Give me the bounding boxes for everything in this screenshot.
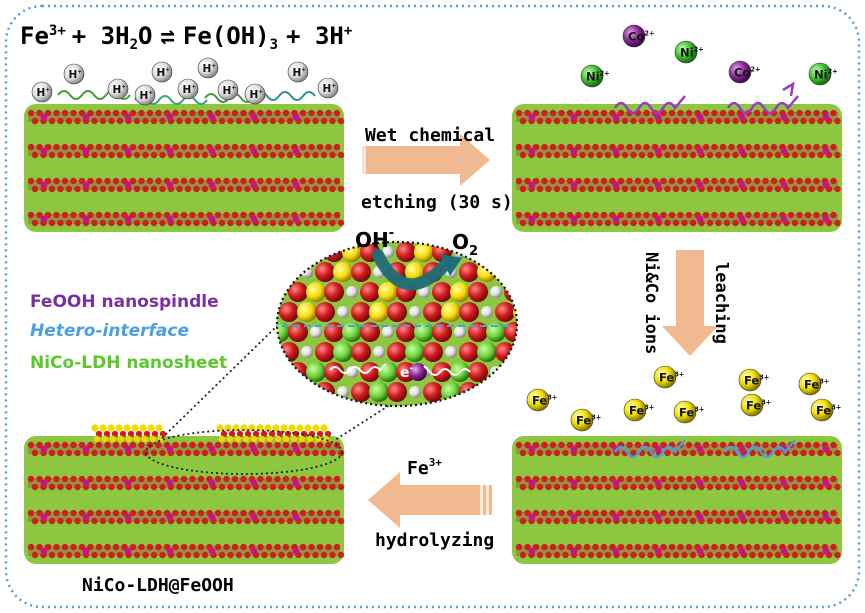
svg-text:Fe3+: Fe3+: [679, 405, 704, 419]
electron-label: e-: [400, 364, 414, 381]
eq-product: Fe(OH): [183, 22, 270, 50]
hydrolyzing-label-1: Fe3+: [407, 456, 442, 479]
ldh-slab-bottom-left: [24, 436, 345, 564]
equation: Fe3++ 3H2O⇌Fe(OH)3+ 3H+: [20, 22, 352, 53]
svg-text:Fe3+: Fe3+: [744, 373, 769, 387]
oh-label: OH-: [355, 226, 394, 252]
svg-text:Fe3+: Fe3+: [804, 377, 829, 391]
etching-label-1: Wet chemical: [365, 125, 495, 146]
svg-text:Fe3+: Fe3+: [746, 398, 771, 412]
leaching-label-2: leaching: [711, 262, 731, 344]
eq-o: O: [138, 22, 152, 50]
h-ions: H+H+H+H+H+H+H+H+H+H+H+: [31, 57, 339, 106]
fe-ions: Fe3+ Fe3+ Fe3+ Fe3+ Fe3+ Fe3+ Fe3+ Fe3+ Fe3+: [526, 365, 841, 432]
hydro-fe-sup: 3+: [429, 456, 443, 469]
svg-text:Ni2+: Ni2+: [586, 69, 610, 83]
eq-arrow: ⇌: [160, 22, 174, 50]
svg-text:Co2+: Co2+: [628, 29, 655, 43]
dashed-frame: [4, 4, 861, 609]
eq-plus1: + 3H: [72, 22, 130, 50]
eq-h-sup: +: [344, 23, 352, 39]
e-sup: -: [410, 364, 414, 374]
zoom-inset: [275, 240, 519, 408]
oh-text: OH: [355, 228, 389, 252]
legend-feooh: FeOOH nanospindle: [30, 292, 219, 312]
wavy-arrows-bottom-right: [613, 439, 796, 459]
svg-text:Fe3+: Fe3+: [659, 370, 684, 384]
svg-text:H+: H+: [69, 69, 83, 82]
o2-text: O: [452, 230, 469, 254]
o2-label: O2: [452, 230, 478, 259]
ldh-slab-top-left: [24, 104, 345, 232]
svg-text:H+: H+: [293, 67, 307, 80]
ldh-slab-top-right: [512, 104, 842, 232]
leaching-arrow: [662, 250, 718, 356]
ldh-slab-bottom-right: [512, 436, 842, 564]
svg-text:H+: H+: [183, 84, 197, 97]
svg-text:Fe3+: Fe3+: [816, 403, 841, 417]
svg-text:Ni2+: Ni2+: [680, 45, 704, 59]
etching-arrow: [362, 134, 490, 186]
leaching-label-1: Ni&Co ions: [641, 252, 661, 354]
hydro-fe: Fe: [407, 458, 429, 479]
etching-label-2: etching (30 s): [361, 192, 513, 213]
svg-text:H+: H+: [323, 83, 337, 96]
legend-interface: Hetero-interface: [30, 321, 189, 341]
svg-text:H+: H+: [157, 67, 171, 80]
svg-text:H+: H+: [113, 84, 127, 97]
svg-text:Co2+: Co2+: [734, 65, 761, 79]
eq-sub3: 3: [270, 37, 278, 53]
svg-text:Fe3+: Fe3+: [629, 403, 654, 417]
wavy-arrows-top-right: [613, 81, 799, 115]
svg-text:H+: H+: [37, 87, 51, 100]
product-caption: NiCo-LDH@FeOOH: [82, 575, 234, 596]
svg-text:Ni2+: Ni2+: [814, 67, 838, 81]
oh-sup: -: [389, 226, 394, 241]
eq-plus2: + 3H: [286, 22, 344, 50]
hydrolyzing-arrow: [368, 472, 492, 528]
legend-ldh: NiCo-LDH nanosheet: [30, 353, 227, 373]
eq-fe-sup: 3+: [49, 23, 66, 39]
svg-text:H+: H+: [223, 85, 237, 98]
svg-text:H+: H+: [140, 90, 154, 103]
svg-text:H+: H+: [203, 63, 217, 76]
e-text: e: [400, 365, 410, 381]
eq-sub2: 2: [130, 37, 138, 53]
svg-text:Fe3+: Fe3+: [532, 393, 557, 407]
o2-sub: 2: [469, 244, 478, 259]
svg-text:Fe3+: Fe3+: [576, 413, 601, 427]
eq-fe: Fe: [20, 22, 49, 50]
hydrolyzing-label-2: hydrolyzing: [375, 530, 494, 551]
ni-co-ions: Co2+ Ni2+ Ni2+ Co2+ Ni2+: [580, 24, 838, 88]
svg-text:H+: H+: [250, 89, 264, 102]
